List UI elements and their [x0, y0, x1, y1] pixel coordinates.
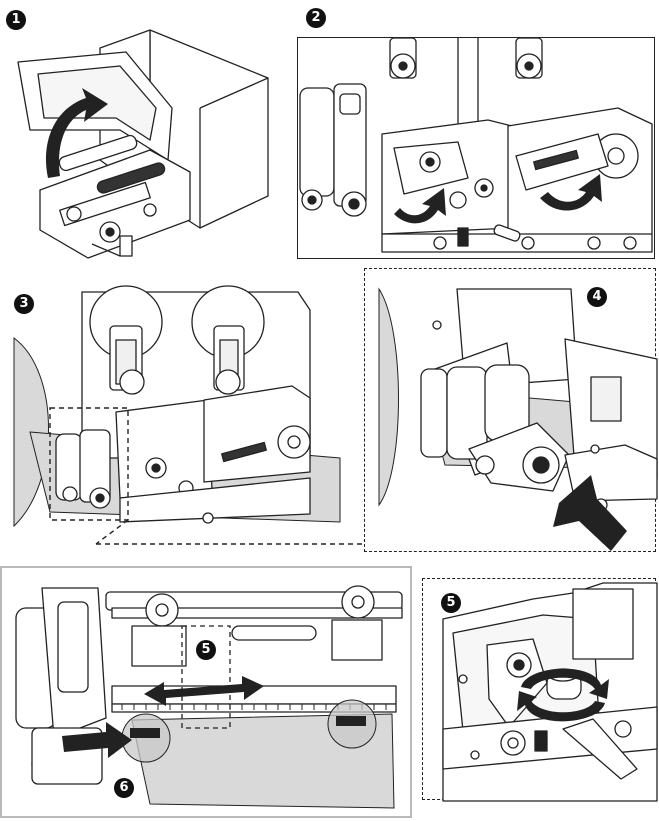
- printer-open-cover-illustration: [0, 0, 290, 270]
- print-head-close-detail-illustration: [365, 269, 657, 551]
- step-5-detail-panel: 5: [422, 578, 656, 800]
- step-4-badge: 4: [587, 287, 607, 307]
- step-5-6-panel: 5 6: [0, 566, 412, 818]
- step-4-panel: 4: [364, 268, 656, 552]
- print-head-levers-illustration: [298, 38, 656, 260]
- step-6-badge: 6: [114, 778, 134, 798]
- step-1-badge: 1: [6, 10, 26, 30]
- push-arrow-icon: [553, 475, 627, 551]
- media-guide-adjust-illustration: [2, 568, 414, 820]
- step-2-badge: 2: [306, 8, 326, 28]
- step-5-detail-badge: 5: [441, 593, 461, 613]
- media-loading-illustration: [0, 282, 360, 544]
- curved-arrow-icon: [540, 174, 602, 211]
- adjustment-knob-detail-illustration: [423, 579, 657, 801]
- step-5-badge: 5: [196, 640, 216, 660]
- step-3-badge: 3: [14, 294, 34, 314]
- step-1-panel: 1: [0, 0, 290, 270]
- step-3-panel: 3: [0, 282, 360, 544]
- rotate-arrows-icon: [517, 668, 609, 722]
- double-arrow-icon: [144, 676, 264, 706]
- push-arrow-icon: [62, 722, 132, 758]
- curved-arrow-icon: [45, 88, 108, 178]
- curved-arrow-icon: [394, 188, 446, 224]
- step-2-panel: 2: [297, 8, 656, 260]
